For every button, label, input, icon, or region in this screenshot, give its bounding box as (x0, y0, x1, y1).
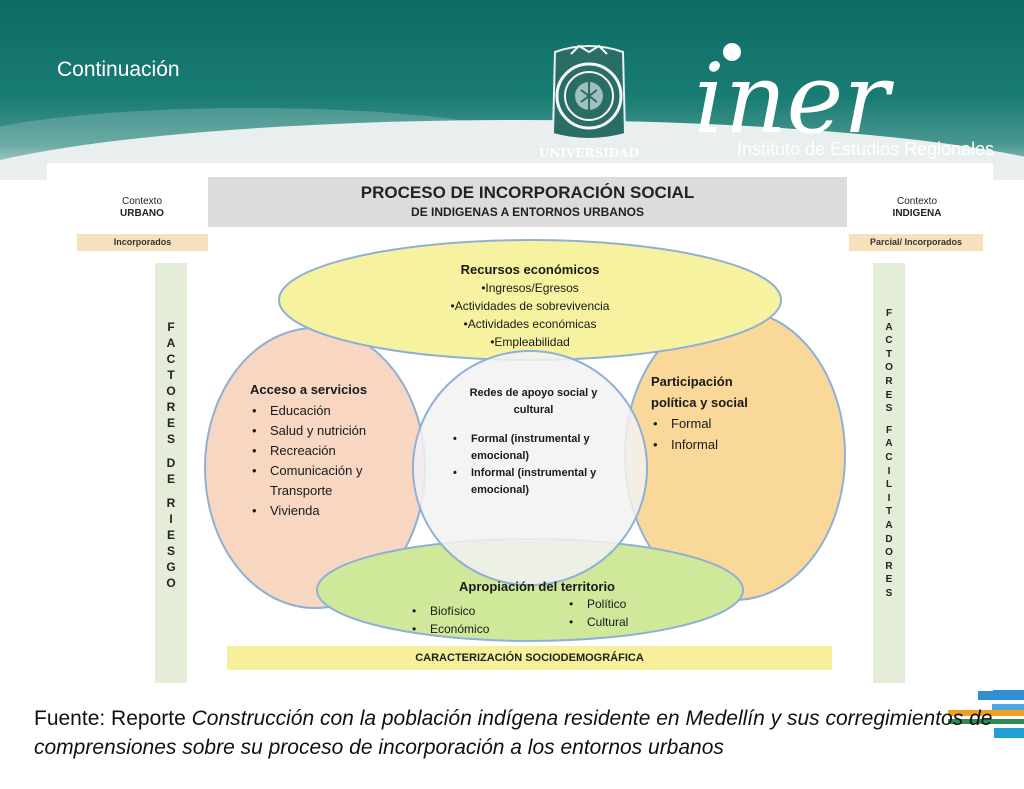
center-circle-items: Formal (instrumental y emocional)Informa… (451, 431, 616, 499)
bottom-ellipse-item: Económico (410, 620, 530, 638)
left-circle-item: Salud y nutrición (250, 421, 420, 441)
left-circle-text: Acceso a servicios EducaciónSalud y nutr… (250, 380, 420, 521)
source-title: Construcción con la población indígena r… (34, 707, 993, 759)
center-circle-title: Redes de apoyo social y cultural (469, 387, 598, 416)
left-circle-item: Comunicación y Transporte (250, 461, 420, 501)
right-circle-text: Participación política y social FormalIn… (651, 371, 771, 455)
source-caption: Fuente: Reporte Construcción con la pobl… (34, 704, 999, 762)
top-ellipse-item: •Actividades económicas (463, 317, 597, 331)
center-circle-item: Formal (instrumental y emocional) (451, 431, 616, 465)
right-context-status: Parcial/ Incorporados (849, 234, 983, 251)
top-ellipse-text: Recursos económicos •Ingresos/Egresos •Ac… (380, 261, 680, 351)
top-ellipse-item: •Empleabilidad (490, 335, 570, 349)
bottom-ellipse-items-left: BiofísicoEconómico (410, 602, 530, 638)
left-context-status: Incorporados (77, 234, 208, 251)
top-ellipse-item: •Actividades de sobrevivencia (450, 299, 610, 313)
right-context-value: INDIGENA (892, 208, 942, 219)
iner-logo: iner (694, 43, 894, 155)
page-title: Continuación (57, 58, 180, 81)
institute-name: Instituto de Estudios Regionales (737, 139, 995, 159)
left-context-value: URBANO (120, 208, 164, 219)
top-ellipse-title: Recursos económicos (460, 262, 600, 277)
edge-stripe (978, 690, 1024, 700)
center-circle-text: Redes de apoyo social y cultural Formal … (451, 385, 616, 499)
center-circle-item: Informal (instrumental y emocional) (451, 465, 616, 499)
top-ellipse-items: •Ingresos/Egresos •Actividades de sobrevi… (380, 279, 680, 351)
right-circle-item: Formal (651, 413, 771, 434)
bottom-ellipse-item: Político (567, 595, 687, 613)
right-circle-title: Participación política y social (651, 374, 748, 410)
edge-stripe (948, 719, 1024, 724)
right-context-label: Contexto (896, 196, 938, 207)
edge-stripe (994, 728, 1024, 738)
process-title: PROCESO DE INCORPORACIÓN SOCIAL (360, 183, 695, 202)
right-circle-item: Informal (651, 434, 771, 455)
left-circle-item: Recreación (250, 441, 420, 461)
source-prefix: Fuente: Reporte (34, 707, 186, 730)
process-subtitle: DE INDIGENAS A ENTORNOS URBANOS (411, 205, 644, 219)
left-circle-item: Vivienda (250, 501, 420, 521)
sociodemographic-bar: CARACTERIZACIÓN SOCIODEMOGRÁFICA (227, 646, 832, 670)
right-circle-items: FormalInformal (651, 413, 771, 455)
left-context: Contexto URBANO (77, 196, 207, 220)
left-circle-title: Acceso a servicios (250, 382, 368, 397)
bottom-ellipse-items-right: PolíticoCultural (567, 595, 687, 631)
svg-text:iner: iner (694, 43, 894, 155)
university-seal-icon (551, 44, 627, 140)
edge-stripe (992, 704, 1024, 712)
incorporation-diagram: Contexto URBANO Incorporados Contexto IN… (47, 163, 993, 691)
left-circle-item: Educación (250, 401, 420, 421)
bottom-ellipse-item: Biofísico (410, 602, 530, 620)
top-ellipse-item: •Ingresos/Egresos (481, 281, 579, 295)
left-context-label: Contexto (121, 196, 163, 207)
bottom-ellipse-title: Apropiación del territorio (458, 579, 615, 594)
right-context: Contexto INDIGENA (852, 196, 982, 220)
process-header: PROCESO DE INCORPORACIÓN SOCIAL DE INDIG… (208, 177, 847, 227)
header-banner (0, 0, 1024, 180)
edge-stripe (948, 710, 1024, 716)
seal-label: UNIVERSIDAD (539, 146, 639, 160)
left-circle-items: EducaciónSalud y nutriciónRecreaciónComu… (250, 401, 420, 521)
bottom-ellipse-item: Cultural (567, 613, 687, 631)
